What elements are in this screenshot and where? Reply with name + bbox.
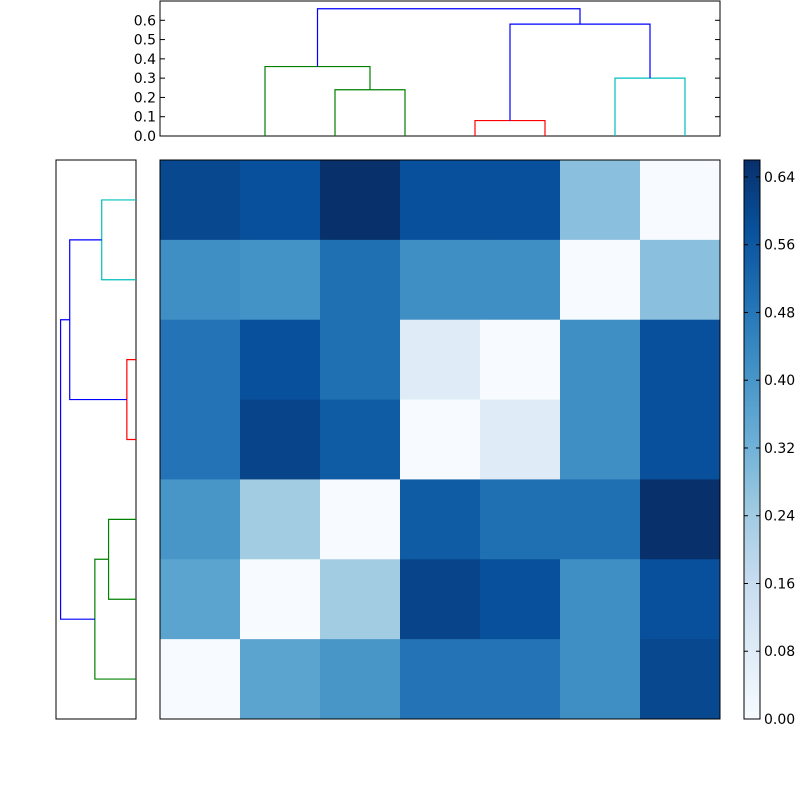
heatmap-cell [560, 319, 641, 401]
y-tick-label: 0.6 [134, 13, 156, 29]
heatmap-cell [560, 559, 641, 640]
heatmap-cell [400, 160, 481, 241]
colorbar-tick-label: 0.32 [764, 441, 795, 457]
y-tick-label: 0.3 [134, 71, 156, 87]
dendrogram-link [334, 89, 406, 136]
heatmap-cell [640, 160, 721, 241]
y-tick-label: 0.2 [134, 90, 156, 106]
heatmap-cell [320, 160, 401, 241]
y-tick-label: 0.4 [134, 52, 156, 68]
dendrogram-link [69, 239, 127, 401]
heatmap-cell [560, 160, 641, 241]
colorbar-tick-label: 0.40 [764, 373, 795, 389]
heatmap-cell [400, 479, 481, 560]
dendrogram-link [474, 119, 546, 136]
heatmap-cell [320, 399, 401, 480]
heatmap-cell [480, 399, 561, 480]
heatmap-cell [240, 319, 321, 401]
heatmap [160, 160, 721, 720]
heatmap-cell [560, 399, 641, 480]
heatmap-cell [240, 559, 321, 640]
heatmap-cell [240, 160, 321, 241]
heatmap-cell [240, 399, 321, 480]
heatmap-cell [160, 559, 241, 640]
colorbar-tick-label: 0.08 [764, 644, 795, 660]
heatmap-cell [160, 479, 241, 560]
heatmap-cell [480, 559, 561, 640]
colorbar-tick-label: 0.56 [764, 238, 795, 254]
heatmap-cell [640, 639, 721, 720]
heatmap-cell [240, 239, 321, 321]
dendrogram-link [59, 319, 95, 620]
y-tick-label: 0.5 [134, 33, 156, 49]
heatmap-cell [480, 479, 561, 560]
dendrogram-link [316, 8, 581, 67]
heatmap-cell [400, 399, 481, 480]
dendrogram-link [94, 558, 136, 680]
heatmap-cell [560, 639, 641, 720]
colorbar-tick-label: 0.00 [764, 712, 795, 728]
dendrogram-link [614, 77, 686, 136]
heatmap-cell [240, 479, 321, 560]
top-dendrogram-frame [159, 0, 721, 137]
dendrogram-link [107, 518, 136, 600]
heatmap-cell [400, 239, 481, 321]
heatmap-cell [640, 239, 721, 321]
heatmap-cell [160, 239, 241, 321]
colorbar-tick-label: 0.24 [764, 509, 795, 525]
y-tick-label: 0.1 [134, 110, 156, 126]
dendrogram-link [126, 359, 136, 441]
heatmap-cell [480, 239, 561, 321]
dendrogram-link [264, 65, 371, 136]
heatmap-cell [160, 399, 241, 480]
dendrogram-link [509, 23, 651, 121]
dendrogram-link [101, 199, 136, 281]
colorbar-tick-label: 0.48 [764, 305, 795, 321]
heatmap-cell [160, 160, 241, 241]
top-dendrogram: 0.0 0.1 0.2 0.3 0.4 0.5 0.6 [134, 0, 721, 145]
heatmap-cell [640, 399, 721, 480]
heatmap-cell [320, 319, 401, 401]
colorbar-gradient [743, 159, 761, 720]
heatmap-cell [400, 319, 481, 401]
heatmap-cell [320, 239, 401, 321]
heatmap-cell [640, 559, 721, 640]
heatmap-cell [480, 319, 561, 401]
colorbar-tick-label: 0.64 [764, 170, 795, 186]
heatmap-cell [320, 639, 401, 720]
y-tick-label: 0.0 [134, 129, 156, 145]
heatmap-cell [640, 479, 721, 560]
heatmap-cell [160, 319, 241, 401]
heatmap-cell [160, 639, 241, 720]
heatmap-cell [560, 479, 641, 560]
colorbar: 0.00 0.08 0.16 0.24 0.32 0.40 0.48 0.56 0.64 [743, 159, 795, 728]
left-dendrogram [55, 159, 137, 720]
heatmap-frame [159, 159, 721, 720]
heatmap-cell [640, 319, 721, 401]
heatmap-cell [400, 559, 481, 640]
heatmap-cell [400, 639, 481, 720]
heatmap-cell [320, 559, 401, 640]
heatmap-cell [480, 639, 561, 720]
heatmap-cell [240, 639, 321, 720]
heatmap-cell [560, 239, 641, 321]
left-dendrogram-frame [55, 159, 137, 720]
heatmap-cell [320, 479, 401, 560]
colorbar-tick-label: 0.16 [764, 576, 795, 592]
heatmap-cell [480, 160, 561, 241]
